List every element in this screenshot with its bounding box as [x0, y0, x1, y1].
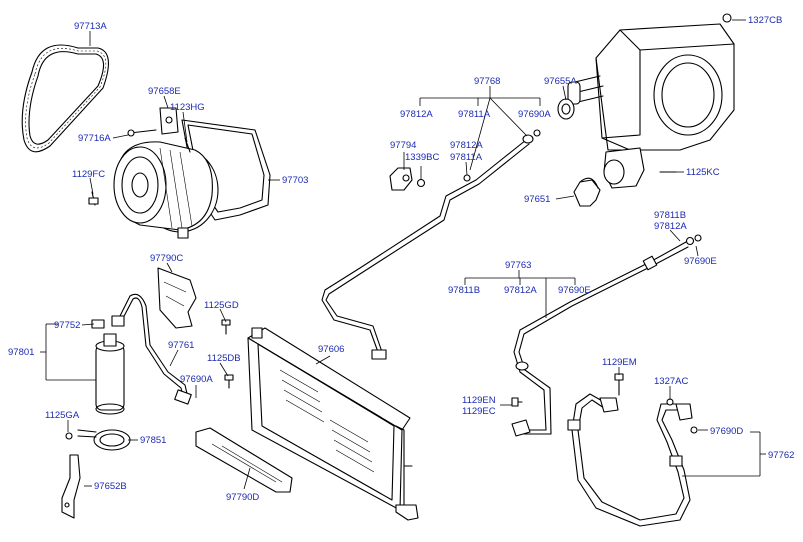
label-97801: 97801: [8, 347, 34, 358]
label-97690a-upper: 97690A: [518, 109, 551, 120]
label-97811b-upper: 97811B: [654, 210, 686, 221]
label-97655a: 97655A: [544, 76, 577, 87]
label-97812a-mid: 97812A: [450, 140, 483, 151]
drier-bracket: [61, 454, 81, 519]
bolt-1125gd: [221, 319, 231, 335]
label-97690a-lower: 97690A: [180, 374, 213, 385]
label-97790c: 97790C: [150, 253, 183, 264]
discharge-hose: [321, 129, 541, 360]
suction-hose-97762: [567, 393, 698, 527]
label-1129en: 1129EN: [462, 395, 496, 406]
label-1129em: 1129EM: [602, 357, 637, 368]
label-1123hg: 1123HG: [170, 102, 205, 113]
hose-clamp-97794: [389, 167, 413, 191]
label-97658e: 97658E: [148, 86, 181, 97]
label-97703: 97703: [282, 175, 308, 186]
label-97790d: 97790D: [226, 492, 259, 503]
label-97811a-upper: 97811A: [458, 109, 491, 120]
label-1339bc: 1339BC: [405, 152, 439, 163]
label-97812a-right: 97812A: [654, 221, 687, 232]
label-97768: 97768: [474, 76, 500, 87]
bolt-1129em: [614, 373, 624, 396]
o-ring-97655a: [557, 98, 575, 120]
label-97690d: 97690D: [710, 426, 743, 437]
bolt-1129en: [511, 397, 523, 407]
label-97762: 97762: [768, 450, 794, 461]
label-97763: 97763: [505, 260, 531, 271]
label-1129fc: 1129FC: [72, 169, 105, 180]
receiver-drier: [91, 319, 125, 415]
bolt-1125db: [224, 374, 234, 389]
nut-1339bc: [416, 178, 426, 188]
label-1125db: 1125DB: [207, 353, 241, 364]
liquid-line-97761: [111, 293, 192, 405]
label-97761: 97761: [168, 340, 194, 351]
label-97713a: 97713A: [74, 21, 107, 32]
drain-hose-97651: [573, 177, 601, 207]
label-97716a: 97716A: [78, 133, 111, 144]
label-97812a-upper: 97812A: [400, 109, 433, 120]
suction-pipe-97763: [511, 234, 702, 437]
label-97812a-lower: 97812A: [504, 285, 537, 296]
shield-97790c: [157, 267, 197, 329]
leader-lines: [40, 19, 766, 490]
label-97606: 97606: [318, 344, 344, 355]
condenser: [247, 327, 419, 521]
label-97752: 97752: [54, 320, 80, 331]
label-97690e-lower: 97690E: [558, 285, 591, 296]
drive-belt: [21, 44, 109, 153]
label-97811a-mid: 97811A: [450, 152, 483, 163]
label-1125gd: 1125GD: [204, 300, 239, 311]
bolt-1129fc: [88, 191, 99, 206]
evaporator-unit: [567, 13, 735, 189]
drier-clamp: [65, 429, 131, 451]
label-1327cb: 1327CB: [748, 15, 782, 26]
label-97651: 97651: [524, 194, 550, 205]
label-1129ec: 1129EC: [462, 406, 496, 417]
label-97851: 97851: [140, 435, 166, 446]
fitting-97812a: [463, 174, 471, 182]
part-labels: 97713A 97658E 1123HG 97716A 97703 1129FC…: [8, 15, 794, 503]
shield-97790d: [195, 427, 293, 493]
label-1327ac: 1327AC: [654, 376, 688, 387]
label-97794: 97794: [390, 140, 416, 151]
label-1125kc: 1125KC: [686, 167, 720, 178]
label-97811b-lower: 97811B: [448, 285, 480, 296]
ac-compressor: [113, 107, 271, 239]
label-1125ga: 1125GA: [45, 410, 80, 421]
label-97652b: 97652B: [94, 481, 127, 492]
label-97690e-upper: 97690E: [684, 256, 717, 267]
